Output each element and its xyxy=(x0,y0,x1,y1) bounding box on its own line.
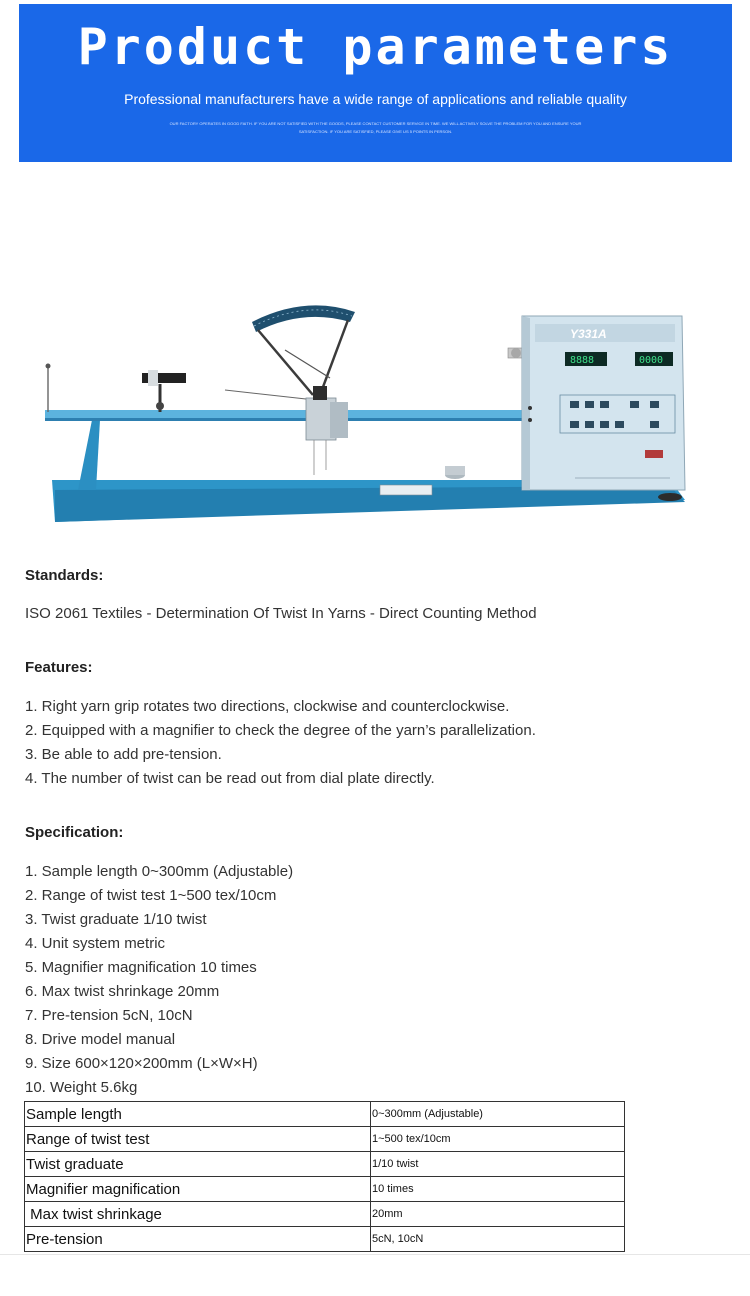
table-row: Magnifier magnification 10 times xyxy=(24,1176,625,1202)
list-item: 1. Sample length 0~300mm (Adjustable) xyxy=(25,863,294,880)
list-item: 4. Unit system metric xyxy=(25,935,166,952)
table-cell-name: Range of twist test xyxy=(24,1126,371,1152)
table-row: Twist graduate 1/10 twist xyxy=(24,1151,625,1177)
banner-subtitle: Professional manufacturers have a wide r… xyxy=(124,91,627,107)
bottom-divider xyxy=(0,1254,750,1255)
list-item: 3. Be able to add pre-tension. xyxy=(25,746,222,763)
table-row: Range of twist test 1~500 tex/10cm xyxy=(24,1126,625,1152)
table-cell-name: Magnifier magnification xyxy=(24,1176,371,1202)
list-item: 4. The number of twist can be read out f… xyxy=(25,770,435,787)
features-list: 1. Right yarn grip rotates two direction… xyxy=(25,695,536,791)
device-model-label: Y331A xyxy=(570,327,607,341)
twist-dial xyxy=(252,305,355,332)
control-console: Y331A 8888 0000 xyxy=(521,315,686,491)
specification-list: 1. Sample length 0~300mm (Adjustable) 2.… xyxy=(25,860,293,1100)
list-item: 2. Range of twist test 1~500 tex/10cm xyxy=(25,887,277,904)
table-cell-value: 0~300mm (Adjustable) xyxy=(370,1101,625,1127)
header-banner: Product parameters Professional manufact… xyxy=(19,4,732,162)
features-heading: Features: xyxy=(25,659,93,676)
spec-table: Sample length 0~300mm (Adjustable) Range… xyxy=(24,1101,625,1252)
product-image: Y331A 8888 0000 xyxy=(45,305,686,522)
table-cell-name: Max twist shrinkage xyxy=(24,1201,371,1227)
list-item: 2. Equipped with a magnifier to check th… xyxy=(25,722,536,739)
list-item: 3. Twist graduate 1/10 twist xyxy=(25,911,207,928)
table-cell-value: 20mm xyxy=(370,1201,625,1227)
svg-text:8888: 8888 xyxy=(570,355,594,366)
base-label xyxy=(379,484,433,496)
standards-heading: Standards: xyxy=(25,567,104,584)
list-item: 8. Drive model manual xyxy=(25,1031,176,1048)
table-row: Sample length 0~300mm (Adjustable) xyxy=(24,1101,625,1127)
table-cell-name: Pre-tension xyxy=(24,1226,371,1252)
list-item: 10. Weight 5.6kg xyxy=(25,1079,138,1096)
list-item: 9. Size 600×120×200mm (L×W×H) xyxy=(25,1055,258,1072)
table-cell-value: 1/10 twist xyxy=(370,1151,625,1177)
table-cell-value: 10 times xyxy=(370,1176,625,1202)
left-grip xyxy=(142,373,186,383)
table-cell-name: Sample length xyxy=(24,1101,371,1127)
list-item: 5. Magnifier magnification 10 times xyxy=(25,959,257,976)
list-item: 1. Right yarn grip rotates two direction… xyxy=(25,698,510,715)
svg-text:0000: 0000 xyxy=(639,355,663,366)
banner-fine-print: OUR FACTORY OPERATES IN GOOD FAITH. IF Y… xyxy=(169,121,582,134)
standards-text: ISO 2061 Textiles - Determination Of Twi… xyxy=(25,605,537,622)
guide-rail xyxy=(45,410,540,420)
table-cell-name: Twist graduate xyxy=(24,1151,371,1177)
list-item: 7. Pre-tension 5cN, 10cN xyxy=(25,1007,193,1024)
specification-heading: Specification: xyxy=(25,824,124,841)
table-row: Max twist shrinkage 20mm xyxy=(24,1201,625,1227)
table-row: Pre-tension 5cN, 10cN xyxy=(24,1226,625,1252)
table-cell-value: 1~500 tex/10cm xyxy=(370,1126,625,1152)
banner-title: Product parameters xyxy=(77,18,674,76)
table-cell-value: 5cN, 10cN xyxy=(370,1226,625,1252)
left-stand xyxy=(78,420,100,490)
list-item: 6. Max twist shrinkage 20mm xyxy=(25,983,220,1000)
